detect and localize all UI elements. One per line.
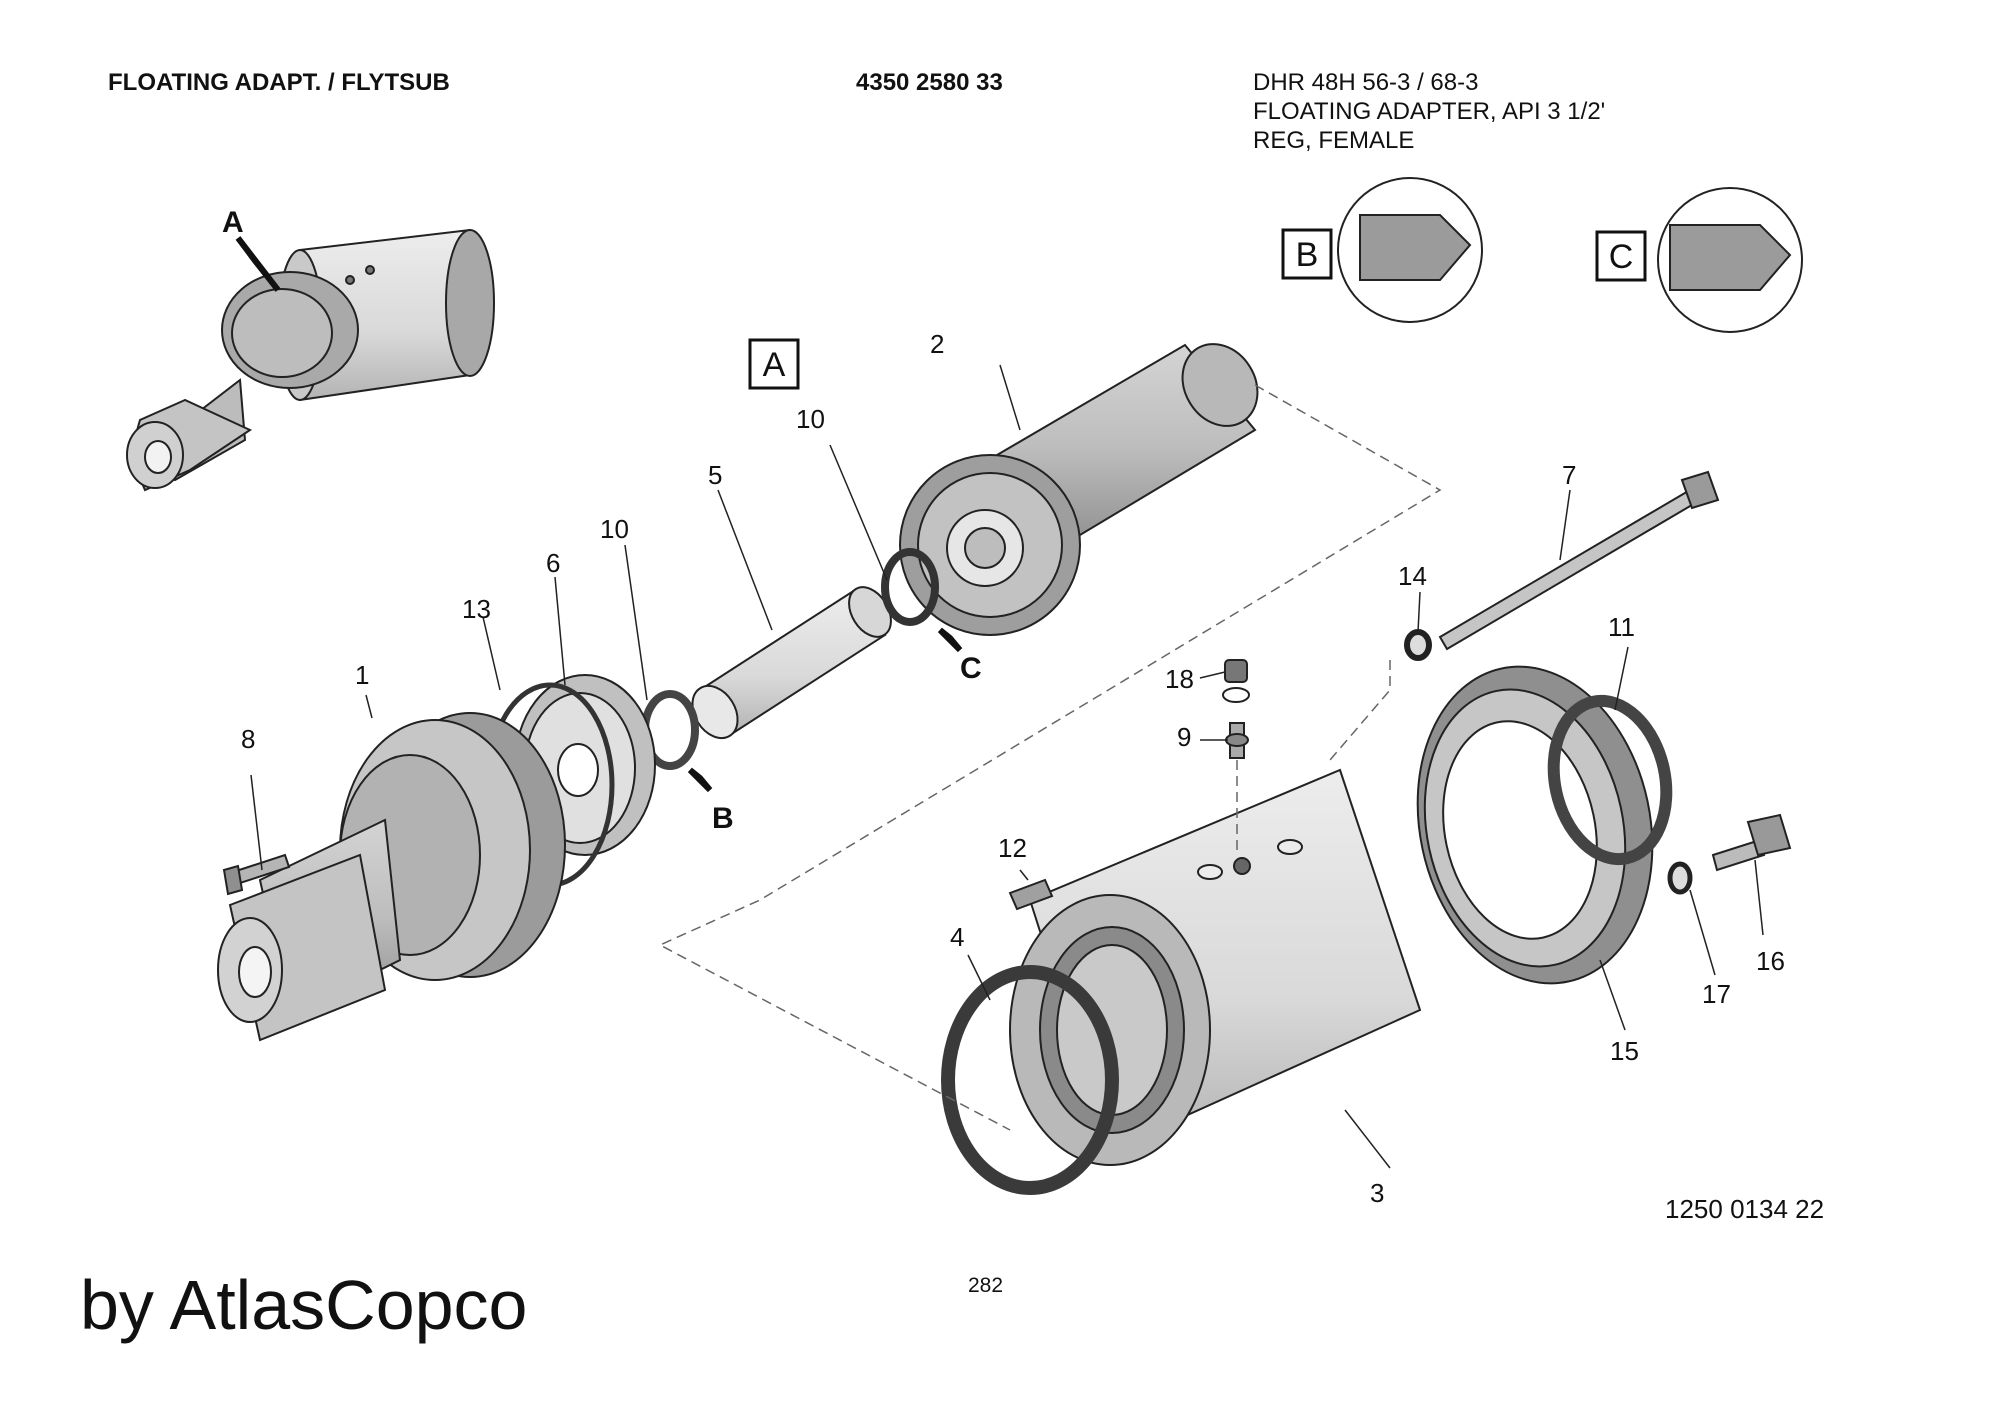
- callout-12: 12: [998, 833, 1027, 863]
- gear-shaft-item-2: [899, 343, 1259, 636]
- arrow-b-marker: [687, 767, 713, 793]
- detail-marker-b: B: [712, 802, 734, 835]
- detail-marker-c: C: [960, 652, 982, 685]
- ring-item-10-upper: [881, 548, 939, 626]
- drawing-number: 1250 0134 22: [1665, 1194, 1825, 1224]
- retaining-ring-item-4: [941, 965, 1119, 1195]
- leader-lines: [250, 364, 1764, 1169]
- callout-3: 3: [1370, 1178, 1384, 1208]
- callout-18: 18: [1165, 664, 1194, 694]
- callout-10-upper: 10: [796, 404, 825, 434]
- callout-17: 17: [1702, 979, 1731, 1009]
- description-block: DHR 48H 56-3 / 68-3 FLOATING ADAPTER, AP…: [1253, 68, 1605, 155]
- detail-box-a: A: [748, 338, 800, 390]
- callout-4: 4: [950, 922, 964, 952]
- detail-box-b: B: [1281, 228, 1333, 280]
- tie-bolt-item-7: [1438, 470, 1720, 651]
- svg-text:A: A: [763, 346, 786, 384]
- callout-numbers: 1 2 3 4 5 6 7 8 9 10 10 11 12 13 14 15 1…: [241, 329, 1785, 1208]
- detail-c-circle: [1657, 187, 1803, 333]
- flange-ring-item-15: [1416, 665, 1654, 985]
- description-line: FLOATING ADAPTER, API 3 1/2': [1253, 98, 1606, 125]
- washer-item-14: [1404, 629, 1432, 661]
- nipple-item-9: [1225, 722, 1249, 759]
- description-line: DHR 48H 56-3 / 68-3: [1253, 69, 1479, 96]
- description-line: REG, FEMALE: [1253, 127, 1415, 154]
- callout-6: 6: [546, 548, 560, 578]
- brand-text: by AtlasCopco: [80, 1266, 528, 1344]
- assembled-adapter-view: [126, 228, 495, 492]
- gasket-item-11: [1547, 694, 1673, 866]
- page-number: 282: [968, 1274, 1004, 1297]
- callout-1: 1: [355, 660, 369, 690]
- plug-item-18: [1222, 659, 1250, 703]
- arrow-a-marker: [235, 236, 281, 292]
- part-number: 4350 2580 33: [856, 69, 1003, 96]
- detail-b-circle: [1337, 177, 1483, 323]
- callout-11: 11: [1608, 612, 1635, 642]
- adapter-body-item-1: [217, 712, 566, 1042]
- bolt-item-16: [1711, 813, 1792, 872]
- bolt-item-8: [222, 853, 291, 896]
- callout-5: 5: [708, 460, 722, 490]
- detail-marker-a: A: [222, 206, 244, 239]
- svg-text:C: C: [1609, 238, 1634, 276]
- callout-16: 16: [1756, 946, 1785, 976]
- pin-item-12: [1008, 878, 1054, 911]
- callout-2: 2: [930, 329, 944, 359]
- callout-13: 13: [462, 594, 491, 624]
- sleeve-item-5: [691, 586, 892, 740]
- detail-box-c: C: [1595, 230, 1647, 282]
- washer-item-17: [1667, 861, 1693, 895]
- dashed-assembly-lines: [658, 384, 1442, 1131]
- svg-text:B: B: [1296, 236, 1319, 274]
- drawing-title: FLOATING ADAPT. / FLYTSUB: [108, 69, 450, 96]
- arrow-c-marker: [937, 627, 963, 653]
- callout-7: 7: [1562, 460, 1576, 490]
- callout-9: 9: [1177, 722, 1191, 752]
- callout-8: 8: [241, 724, 255, 754]
- callout-14: 14: [1398, 561, 1427, 591]
- housing-item-3: [1009, 768, 1422, 1166]
- callout-10-lower: 10: [600, 514, 629, 544]
- callout-15: 15: [1610, 1036, 1639, 1066]
